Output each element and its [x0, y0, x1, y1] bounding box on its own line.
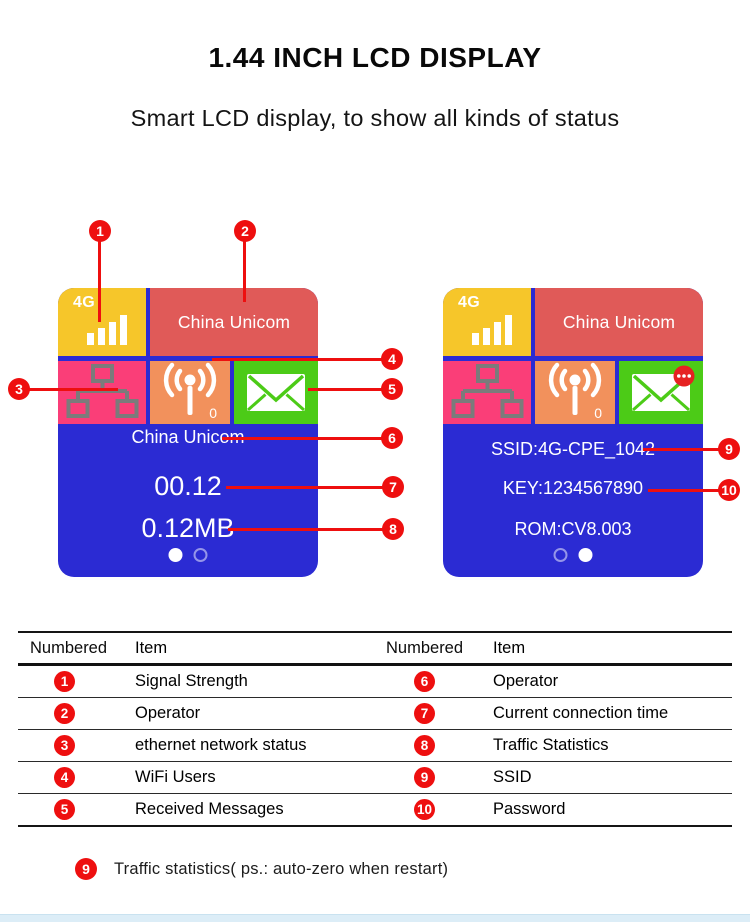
footnote: 9 Traffic statistics( ps.: auto-zero whe…: [75, 858, 448, 880]
page-indicator: [553, 548, 593, 562]
item-label-traffic-statistics: Traffic Statistics: [493, 736, 609, 754]
callout-badge-8: 8: [382, 518, 404, 540]
callout-line-9: [643, 447, 719, 451]
page-subtitle: Smart LCD display, to show all kinds of …: [130, 105, 620, 131]
legend-row-3: 3 ethernet network status 8 Traffic Stat…: [18, 730, 732, 762]
page-dot-inactive: [553, 548, 568, 562]
operator-banner-label: China Unicom: [177, 311, 291, 332]
signal-bars-icon: [472, 315, 512, 345]
item-badge-4: 4: [54, 767, 75, 788]
legend-header-item-left: Item: [135, 638, 168, 657]
page-dot-active: [578, 548, 593, 562]
operator-banner-label: China Unicom: [562, 311, 676, 332]
ethernet-network-icon: [451, 364, 524, 418]
wifi-users-tile: 0: [150, 361, 230, 424]
callout-line-2: [243, 241, 246, 302]
wifi-users-count: 0: [209, 405, 217, 421]
item-label-connection-time: Current connection time: [493, 704, 669, 722]
ethernet-status-tile: [58, 361, 146, 424]
page-dot-inactive: [193, 548, 208, 562]
item-badge-9: 9: [414, 767, 435, 788]
callout-badge-1: 1: [89, 220, 111, 242]
callout-badge-2: 2: [234, 220, 256, 242]
item-label-signal-strength: Signal Strength: [135, 672, 248, 690]
legend-row-2: 2 Operator 7 Current connection time: [18, 698, 732, 730]
page-indicator: [168, 548, 208, 562]
item-label-operator-right: Operator: [493, 672, 559, 690]
callout-badge-6: 6: [381, 427, 403, 449]
wifi-users-count: 0: [594, 405, 602, 421]
callout-badge-7: 7: [382, 476, 404, 498]
signal-bars-icon: [87, 315, 127, 345]
item-badge-7: 7: [414, 703, 435, 724]
network-type-label: 4G: [458, 294, 480, 311]
legend-row-4: 4 WiFi Users 9 SSID: [18, 762, 732, 794]
page-title: 1.44 INCH LCD DISPLAY: [208, 42, 542, 73]
operator-banner-tile: China Unicom: [150, 288, 318, 356]
new-message-badge: [673, 365, 695, 387]
callout-badge-3: 3: [8, 378, 30, 400]
ssid-value: SSID:4G-CPE_1042: [490, 439, 656, 459]
ethernet-network-icon: [66, 364, 139, 418]
rom-value: ROM:CV8.003: [514, 519, 632, 539]
signal-strength-tile: 4G: [58, 288, 146, 356]
callout-line-10: [648, 488, 719, 492]
item-badge-1: 1: [54, 671, 75, 692]
callout-line-8: [228, 527, 383, 531]
traffic-statistics: 0.12MB: [141, 513, 235, 543]
lcd-info-area: SSID:4G-CPE_1042 KEY:1234567890 ROM:CV8.…: [443, 424, 703, 577]
legend-row-5: 5 Received Messages 10 Password: [18, 794, 732, 827]
footnote-badge: 9: [75, 858, 97, 880]
envelope-icon: [247, 374, 305, 412]
item-badge-3: 3: [54, 735, 75, 756]
key-value: KEY:1234567890: [502, 478, 644, 498]
item-badge-2: 2: [54, 703, 75, 724]
lcd-screen-left: 4G China Unicom 0 China Unicom: [58, 288, 318, 577]
callout-line-6: [222, 436, 382, 440]
info-operator: China Unicom: [131, 427, 245, 447]
item-badge-8: 8: [414, 735, 435, 756]
item-label-password: Password: [493, 800, 566, 818]
callout-line-5: [308, 387, 382, 391]
callout-badge-9: 9: [718, 438, 740, 460]
item-label-ethernet-status: ethernet network status: [135, 736, 307, 754]
wifi-antenna-icon: [163, 362, 217, 415]
wifi-users-tile: 0: [535, 361, 615, 424]
bottom-bar: [0, 914, 750, 922]
callout-badge-4: 4: [381, 348, 403, 370]
lcd-screen-right: 4G China Unicom 0: [443, 288, 703, 577]
footnote-text: Traffic statistics( ps.: auto-zero when …: [114, 859, 449, 878]
legend-header-numbered-right: Numbered: [386, 638, 464, 657]
ethernet-status-tile: [443, 361, 531, 424]
item-badge-6: 6: [414, 671, 435, 692]
item-badge-10: 10: [414, 799, 435, 820]
lcd-info-area: China Unicom 00.12 0.12MB: [58, 424, 318, 577]
callout-line-4: [212, 357, 382, 361]
item-label-received-messages: Received Messages: [135, 800, 284, 818]
messages-tile: [234, 361, 318, 424]
legend-header-item-right: Item: [493, 638, 526, 657]
callout-line-1: [98, 241, 101, 322]
operator-banner-tile: China Unicom: [535, 288, 703, 356]
signal-strength-tile: 4G: [443, 288, 531, 356]
callout-line-3: [28, 387, 118, 391]
legend-header-numbered-left: Numbered: [30, 638, 108, 657]
item-badge-5: 5: [54, 799, 75, 820]
item-label-ssid: SSID: [493, 768, 532, 786]
callout-badge-5: 5: [381, 378, 403, 400]
callout-line-7: [226, 485, 383, 489]
envelope-icon: [632, 365, 695, 412]
legend-row-1: 1 Signal Strength 6 Operator: [18, 666, 732, 698]
legend-header-row: Numbered Item Numbered Item: [18, 633, 732, 666]
legend-table: Numbered Item Numbered Item 1 Signal Str…: [18, 631, 732, 827]
item-label-wifi-users: WiFi Users: [135, 768, 216, 786]
page-dot-active: [168, 548, 183, 562]
messages-tile: [619, 361, 703, 424]
item-label-operator-left: Operator: [135, 704, 201, 722]
network-type-label: 4G: [73, 294, 95, 311]
callout-badge-10: 10: [718, 479, 740, 501]
wifi-antenna-icon: [548, 362, 602, 415]
connection-time: 00.12: [154, 471, 222, 501]
